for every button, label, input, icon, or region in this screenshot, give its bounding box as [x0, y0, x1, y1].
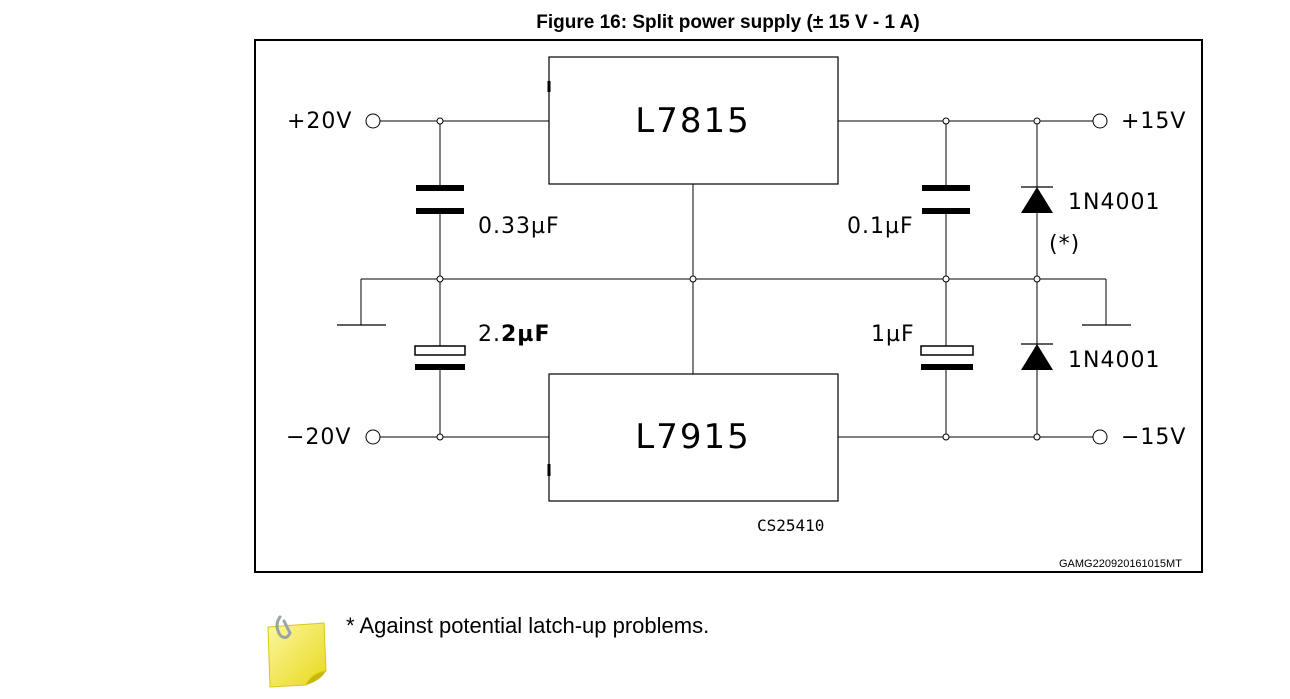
capacitor-22uf-label: 2.2µF — [478, 322, 551, 347]
terminal-in-pos-label: +20V — [287, 109, 352, 134]
diode-bottom-label: 1N4001 — [1068, 348, 1160, 373]
regulator-top-label: L7815 — [635, 101, 750, 141]
terminal-out-pos — [1092, 113, 1108, 129]
terminal-in-neg-label: −20V — [286, 425, 351, 450]
terminal-out-neg — [1092, 429, 1108, 445]
latch-up-note: * Against potential latch-up problems. — [346, 613, 710, 638]
regulator-bottom-label: L7915 — [635, 417, 750, 457]
sticky-note-icon — [267, 615, 327, 688]
capacitor-01uf — [922, 185, 970, 191]
drawing-code: CS25410 — [757, 516, 824, 535]
capacitor-1uf-electrolytic — [920, 345, 974, 356]
capacitor-033uf — [416, 185, 464, 191]
diode-1n4001-top — [1021, 187, 1053, 213]
diode-1n4001-bottom — [1021, 344, 1053, 370]
figure-frame — [254, 39, 1203, 573]
junction-dots — [436, 117, 1041, 441]
figure-code: GAMG220920161015MT — [1059, 558, 1182, 570]
figure-title: Figure 16: Split power supply (± 15 V - … — [536, 12, 920, 33]
terminal-in-neg — [365, 429, 381, 445]
terminal-out-neg-label: −15V — [1121, 425, 1186, 450]
terminal-out-pos-label: +15V — [1121, 109, 1186, 134]
diode-note-mark: (*) — [1049, 232, 1080, 257]
capacitor-033uf-label: 0.33µF — [478, 214, 560, 239]
terminal-in-pos — [365, 113, 381, 129]
capacitor-1uf-label: 1µF — [871, 322, 915, 347]
capacitor-22uf-electrolytic — [414, 345, 466, 356]
diode-top-label: 1N4001 — [1068, 190, 1160, 215]
capacitor-01uf-label: 0.1µF — [847, 214, 914, 239]
